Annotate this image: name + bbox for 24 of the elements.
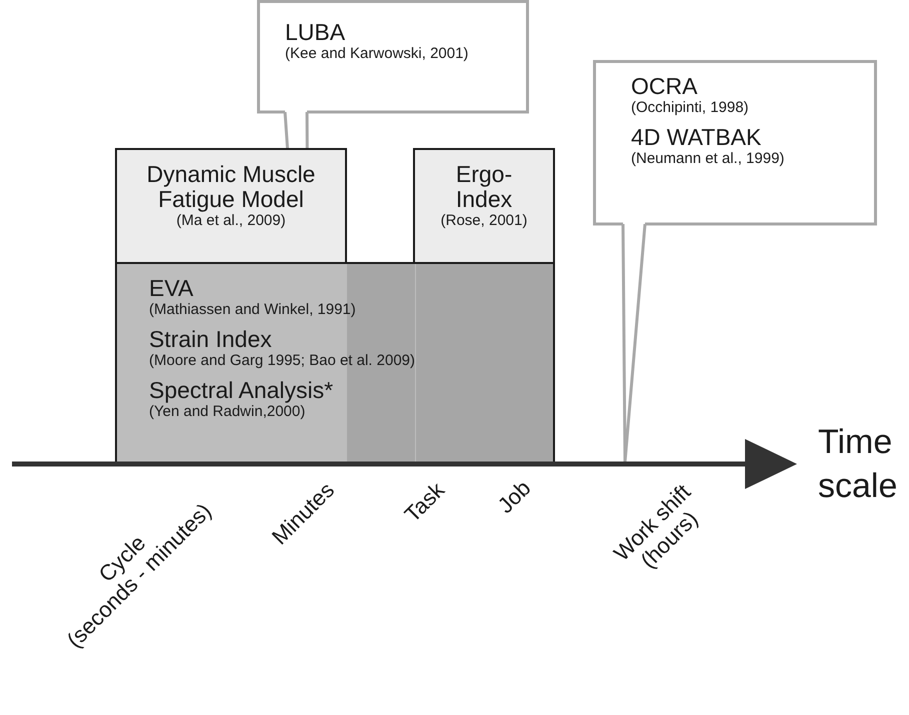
callout-bubble — [593, 60, 877, 226]
citation: (Occhipinti, 1998) — [631, 99, 750, 117]
method-name: Ergo- Index — [454, 162, 514, 212]
tick-label: Job — [492, 476, 535, 518]
citation: (Rose, 2001) — [440, 212, 528, 230]
citation: (Moore and Garg 1995; Bao et al. 2009) — [149, 352, 416, 370]
method-band — [115, 262, 555, 464]
citation: (Yen and Radwin,2000) — [149, 403, 306, 421]
method-name: EVA — [149, 276, 194, 301]
citation: (Kee and Karwowski, 2001) — [285, 45, 470, 63]
citation: (Mathiassen and Winkel, 1991) — [149, 301, 357, 319]
citation: (Ma et al., 2009) — [175, 212, 287, 230]
method-box — [115, 148, 347, 264]
method-name: 4D WATBAK — [631, 125, 762, 150]
callout-bubble — [257, 0, 529, 114]
citation: (Neumann et al., 1999) — [631, 150, 786, 168]
method-box — [413, 148, 555, 264]
method-name: Strain Index — [149, 327, 273, 352]
method-name: Dynamic Muscle Fatigue Model — [146, 162, 316, 212]
method-name: Spectral Analysis* — [149, 378, 334, 403]
tick-label: Task — [400, 478, 449, 527]
method-name: LUBA — [285, 20, 346, 45]
axis-title: Time scale — [818, 422, 898, 507]
method-name: OCRA — [631, 74, 698, 99]
